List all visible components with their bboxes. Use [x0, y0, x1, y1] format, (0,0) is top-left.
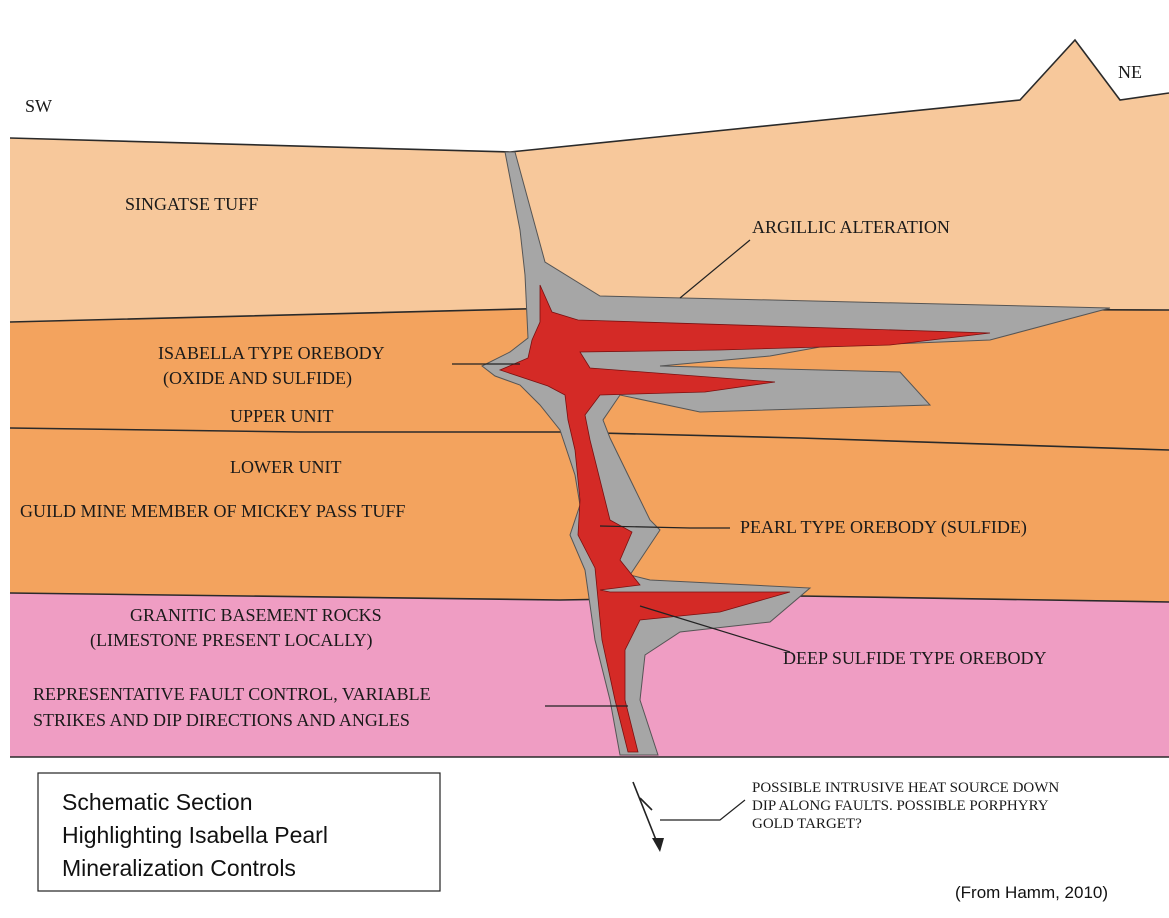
isabella-label-line1: ISABELLA TYPE OREBODY [158, 343, 385, 363]
title-line3: Mineralization Controls [62, 855, 296, 881]
ne-label: NE [1118, 62, 1142, 82]
fault-control-label-line1: REPRESENTATIVE FAULT CONTROL, VARIABLE [33, 684, 431, 704]
granitic-basement-label-line2: (LIMESTONE PRESENT LOCALLY) [90, 630, 373, 651]
singatse-tuff-label: SINGATSE TUFF [125, 194, 258, 214]
upper-unit-label: UPPER UNIT [230, 406, 334, 426]
intrusive-leader-line [660, 800, 745, 820]
pearl-orebody-label: PEARL TYPE OREBODY (SULFIDE) [740, 517, 1027, 538]
guild-mine-member-label: GUILD MINE MEMBER OF MICKEY PASS TUFF [20, 501, 405, 521]
title-line2: Highlighting Isabella Pearl [62, 822, 328, 848]
singatse-tuff-layer [10, 40, 1169, 322]
argillic-alteration-label: ARGILLIC ALTERATION [752, 217, 950, 237]
title-line1: Schematic Section [62, 789, 252, 815]
granitic-basement-label-line1: GRANITIC BASEMENT ROCKS [130, 605, 382, 625]
fault-arrow-icon [633, 782, 664, 852]
deep-sulfide-label: DEEP SULFIDE TYPE OREBODY [783, 648, 1047, 668]
isabella-label-line2: (OXIDE AND SULFIDE) [163, 368, 352, 389]
fault-control-label-line2: STRIKES AND DIP DIRECTIONS AND ANGLES [33, 710, 410, 730]
sw-label: SW [25, 96, 52, 116]
source-credit: (From Hamm, 2010) [955, 883, 1108, 902]
lower-unit-label: LOWER UNIT [230, 457, 341, 477]
intrusive-label-line2: DIP ALONG FAULTS. POSSIBLE PORPHYRY [752, 798, 1049, 814]
intrusive-label-line3: GOLD TARGET? [752, 816, 862, 832]
intrusive-label-line1: POSSIBLE INTRUSIVE HEAT SOURCE DOWN [752, 780, 1059, 796]
